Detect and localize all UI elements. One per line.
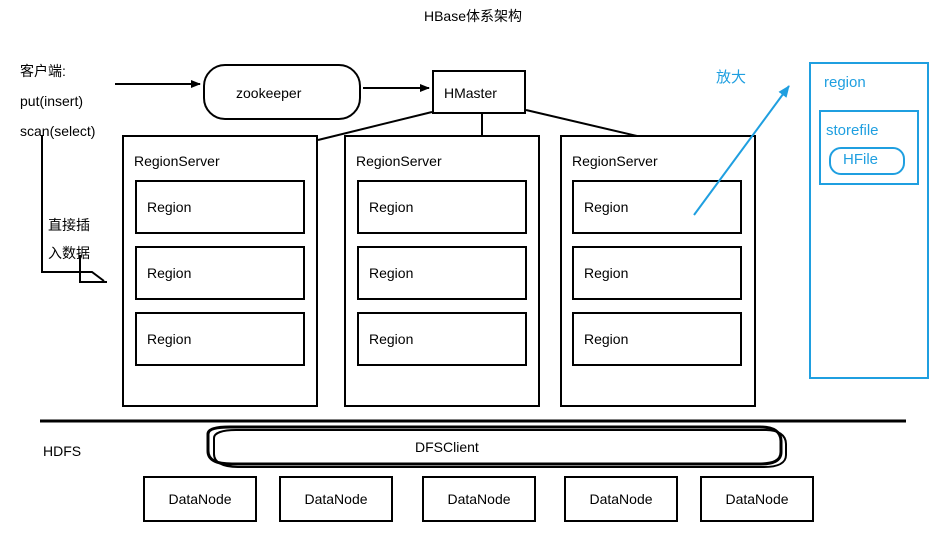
regionserver-3-region-3: Region (572, 312, 742, 366)
zoom-panel-region (809, 62, 929, 379)
zoom-panel-hfile (829, 147, 905, 175)
datanode-5: DataNode (700, 476, 814, 522)
regionserver-2-region-1: Region (357, 180, 527, 234)
regionserver-3-region-1: Region (572, 180, 742, 234)
zoom-panel-storefile-label: storefile (826, 122, 879, 139)
region-label: Region (584, 265, 629, 281)
regionserver-3 (560, 135, 756, 407)
dfsclient-label: DFSClient (415, 439, 479, 455)
datanode-1: DataNode (143, 476, 257, 522)
region-label: Region (147, 331, 192, 347)
zookeeper-node: zookeeper (203, 64, 361, 120)
zookeeper-label: zookeeper (236, 85, 302, 101)
regionserver-2-region-2: Region (357, 246, 527, 300)
region-label: Region (369, 331, 414, 347)
dfsclient-shape (206, 425, 783, 466)
hdfs-label: HDFS (43, 443, 82, 459)
dfsclient-shape-outline (213, 429, 787, 468)
regionserver-2-title: RegionServer (356, 153, 442, 169)
regionserver-1 (122, 135, 318, 407)
region-label: Region (369, 199, 414, 215)
hmaster-node: HMaster (432, 70, 526, 114)
datanode-3: DataNode (422, 476, 536, 522)
zoom-panel-storefile (819, 110, 919, 185)
datanode-4: DataNode (564, 476, 678, 522)
regionserver-1-title: RegionServer (134, 153, 220, 169)
region-label: Region (584, 331, 629, 347)
regionserver-1-region-2: Region (135, 246, 305, 300)
region-label: Region (369, 265, 414, 281)
regionserver-1-region-3: Region (135, 312, 305, 366)
region-label: Region (584, 199, 629, 215)
hmaster-label: HMaster (444, 85, 497, 101)
page-title: HBase体系架构 (423, 8, 523, 24)
client-label-line-2: put(insert) (20, 93, 84, 109)
line-hmaster-rs3 (525, 109, 638, 137)
client-label-line-1: 客户端: (20, 63, 66, 79)
regionserver-2-region-3: Region (357, 312, 527, 366)
magnify-callout-label: 放大 (716, 69, 747, 86)
regionserver-3-region-2: Region (572, 246, 742, 300)
zoom-panel-region-label: region (824, 74, 866, 91)
datanode-2: DataNode (279, 476, 393, 522)
direct-insert-note-line-1: 直接插 (48, 217, 90, 233)
direct-insert-note-line-2: 入数据 (48, 245, 90, 261)
client-label-line-3: scan(select) (20, 123, 96, 139)
region-label: Region (147, 265, 192, 281)
regionserver-2 (344, 135, 540, 407)
regionserver-3-title: RegionServer (572, 153, 658, 169)
zoom-panel-hfile-label: HFile (843, 151, 879, 168)
regionserver-1-region-1: Region (135, 180, 305, 234)
region-label: Region (147, 199, 192, 215)
